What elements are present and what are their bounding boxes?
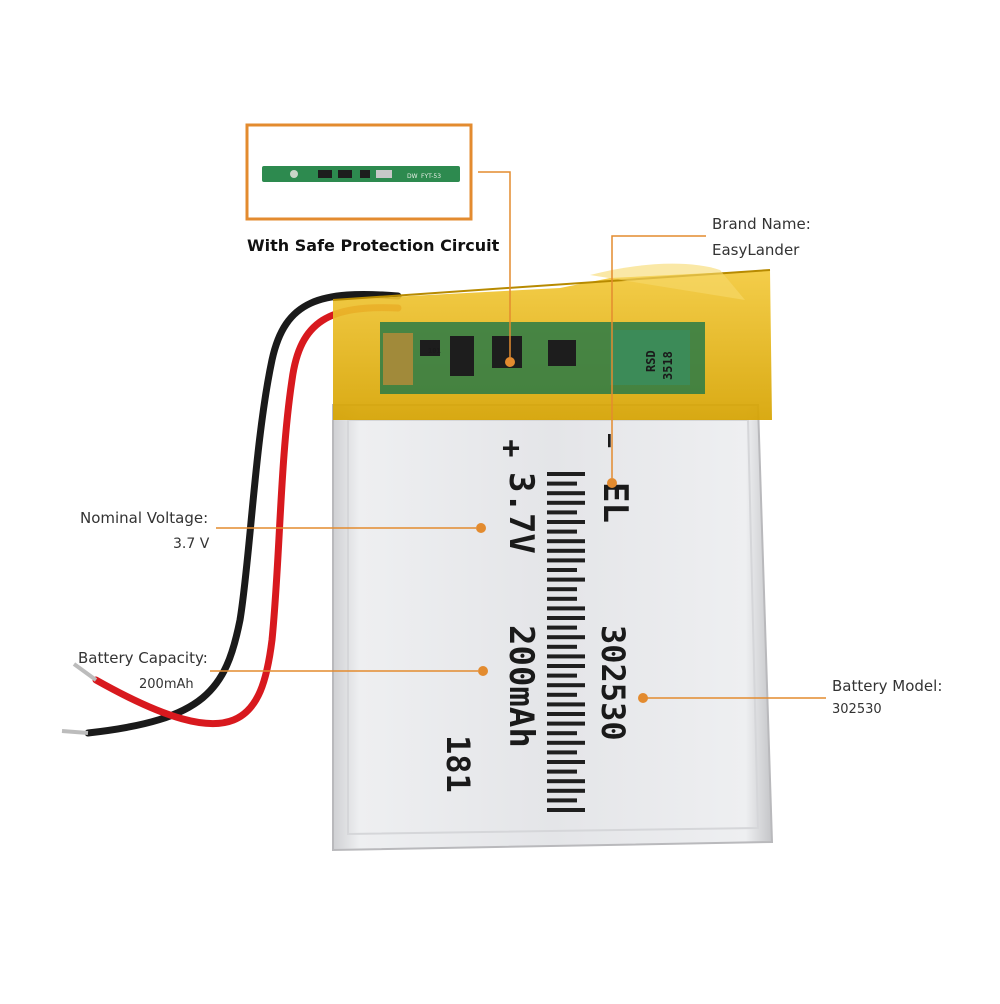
pcb-mark-rsd: RSD <box>644 350 658 372</box>
pcb-chip <box>420 340 440 356</box>
barcode-bar <box>547 510 577 515</box>
barcode-bar <box>547 779 585 784</box>
brand-mark-print: EL <box>595 482 635 523</box>
pcb-connector <box>383 333 413 385</box>
barcode-bar <box>547 568 577 572</box>
pcb-label-area <box>610 330 690 385</box>
pcb-small-text: DW <box>407 173 418 180</box>
barcode-bar <box>547 798 577 803</box>
barcode-bar <box>547 491 585 496</box>
pcb-mark-num: 3518 <box>661 351 675 380</box>
capacity-label: Battery Capacity: <box>78 649 208 667</box>
barcode-bar <box>547 692 577 697</box>
pcb-resistor <box>376 170 392 178</box>
barcode-bar <box>547 664 585 668</box>
pcb-chip <box>360 170 370 178</box>
red-wire <box>92 304 402 728</box>
barcode-bar <box>547 673 577 678</box>
barcode-bar <box>547 606 585 611</box>
inset-leader <box>478 171 511 357</box>
capacity-value: 200mAh <box>139 677 194 692</box>
black-wire-tip <box>61 729 89 735</box>
tape-fold <box>590 263 745 300</box>
capacity-dot <box>478 666 488 676</box>
voltage-dot <box>476 523 486 533</box>
barcode-bar <box>547 587 577 592</box>
barcode-bar <box>547 548 585 553</box>
barcode-bar <box>547 596 577 601</box>
plus-mark: + <box>502 431 520 466</box>
model-value: 302530 <box>832 702 882 717</box>
model-dot <box>638 693 648 703</box>
barcode-bar <box>547 740 585 745</box>
pcb-pad <box>290 170 298 178</box>
barcode-bar <box>547 520 585 524</box>
barcode-bar <box>547 702 585 707</box>
barcode-bar <box>547 539 585 544</box>
brand-dot <box>607 478 617 488</box>
barcode-bar <box>547 558 585 563</box>
barcode-bar <box>547 769 577 774</box>
barcode-bar <box>547 472 585 476</box>
black-wire <box>84 291 402 737</box>
barcode-bar <box>547 712 585 716</box>
barcode-bar <box>547 616 585 620</box>
voltage-value: 3.7 V <box>173 536 210 552</box>
barcode-bar <box>547 577 585 582</box>
protection-board-area: RSD 3518 101 <box>332 263 772 420</box>
pcb-mark-chip: 101 <box>428 347 441 355</box>
barcode-bar <box>547 788 585 793</box>
date-code-print: 181 <box>439 735 477 793</box>
lead-wires <box>61 291 402 737</box>
inset-pcb-box: DW FYT-53 <box>245 123 473 221</box>
voltage-label: Nominal Voltage: <box>80 509 209 527</box>
pcb-text: FYT-53 <box>421 173 441 180</box>
voltage-print: 3.7V <box>501 472 541 554</box>
inset-caption: With Safe Protection Circuit <box>247 236 500 255</box>
barcode-bar <box>547 760 585 764</box>
model-label: Battery Model: <box>832 677 943 695</box>
pcb-chip <box>338 170 352 178</box>
barcode-bar <box>547 654 585 659</box>
barcode-bar <box>547 529 577 534</box>
cell-printing: + — 3.7V 200mAh EL 302530 181 <box>439 431 635 812</box>
barcode-bar <box>547 721 585 726</box>
barcode-bar <box>547 750 577 755</box>
brand-value: EasyLander <box>712 241 800 259</box>
barcode-bar <box>547 683 585 688</box>
barcode-bar <box>547 500 585 505</box>
pcb-ic <box>548 340 576 366</box>
pcb-chip <box>318 170 332 178</box>
leader-lines <box>210 171 826 703</box>
barcode-bar <box>547 731 577 736</box>
model-print: 302530 <box>594 625 632 741</box>
minus-mark: — <box>597 434 622 448</box>
inset-dot <box>505 357 515 367</box>
brand-leader <box>611 235 706 478</box>
barcode-bar <box>547 481 577 486</box>
barcode <box>547 472 585 812</box>
barcode-bar <box>547 625 577 630</box>
capacity-print: 200mAh <box>501 625 541 748</box>
pcb-mosfet <box>450 336 474 376</box>
barcode-bar <box>547 808 585 812</box>
barcode-bar <box>547 644 577 649</box>
red-wire-tip <box>72 662 98 682</box>
barcode-bar <box>547 635 585 640</box>
brand-label: Brand Name: <box>712 215 811 233</box>
